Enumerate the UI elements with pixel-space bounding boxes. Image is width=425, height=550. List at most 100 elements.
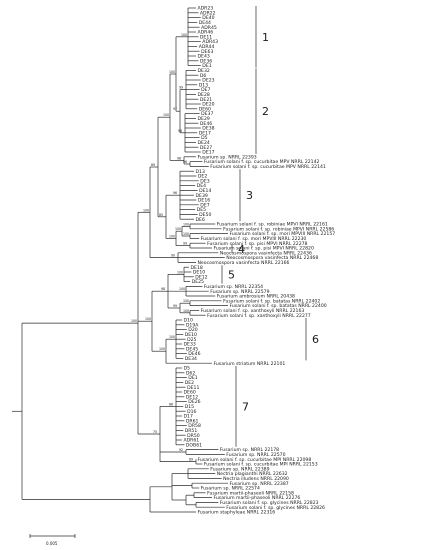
- reference-taxon-label: Fusarium martii-phaseoli NRRL 22276: [214, 495, 301, 501]
- taxon-label: DE11: [187, 385, 199, 391]
- bootstrap-value: 100: [169, 234, 175, 238]
- reference-taxon-label: Fusarium ambrosium NRRL 20438: [217, 294, 295, 300]
- taxon-label: DE2: [198, 174, 207, 180]
- reference-taxon-label: Fusarium sp. NRRL 22393: [198, 154, 257, 160]
- taxon-label: DE4: [197, 183, 206, 189]
- taxon-label: DE5: [197, 207, 206, 213]
- taxon-label: ADR43: [202, 39, 218, 45]
- taxon-label: D6: [200, 73, 207, 79]
- reference-taxon-label: Fusarium solani f. sp. batatas NRRL 2240…: [230, 303, 327, 309]
- taxon-label: DE1: [188, 375, 197, 381]
- taxon-label: DE43: [198, 54, 210, 60]
- reference-taxon-label: Neocosmospora vasinfecta NRRL 22468: [226, 255, 318, 261]
- reference-taxon-label: Fusarium solani f. sp. glycines NRRL 228…: [220, 500, 319, 506]
- taxon-label: DE60: [199, 106, 211, 112]
- taxon-label: DE16: [198, 198, 210, 204]
- reference-taxon-label: Fusarium sp. NRRL 22579: [210, 289, 269, 295]
- reference-taxon-label: Fusarium solani f. sp. robiniae MPVI NRR…: [217, 222, 328, 228]
- taxon-label: ADR22: [200, 10, 216, 16]
- taxon-label: DE10: [193, 270, 205, 276]
- reference-taxon-label: Neocosmospora vasinfecta NRRL 22166: [198, 260, 290, 266]
- reference-taxon-label: Fusarium solani f. sp. xanthoxyli NRRL 2…: [207, 313, 311, 319]
- bootstrap-value: 98: [177, 156, 181, 160]
- taxon-label: DR58: [188, 423, 201, 429]
- taxon-label: DE1: [202, 63, 211, 69]
- reference-taxon-label: Fusarium solani f. sp. cucurbitae MPI NR…: [204, 462, 318, 468]
- reference-taxon-label: Fusarium sp. NRRL 22354: [204, 284, 263, 290]
- group-label: 5: [228, 268, 235, 281]
- bootstrap-value: 100: [183, 309, 189, 313]
- bootstrap-value: 100: [169, 70, 175, 74]
- bootstrap-value: 96: [183, 160, 187, 164]
- bootstrap-value: 100: [179, 287, 185, 291]
- taxon-label: D13: [196, 169, 205, 175]
- taxon-label: DE46: [188, 351, 200, 357]
- bootstrap-value: 100: [175, 227, 181, 231]
- reference-taxon-label: Fusarium solani f. sp. xanthoxyli NRRL 2…: [201, 308, 305, 314]
- reference-taxon-label: Fusarium martii-phaseoli NRRL 22158: [207, 490, 294, 496]
- taxon-label: ADR61: [184, 438, 200, 444]
- reference-taxon-label: Fusarium solani f. sp. cucurbitae MPV NR…: [210, 164, 326, 170]
- bootstrap-value: 100: [145, 317, 151, 321]
- reference-taxon-label: Fusarium solani f. sp. glycines NRRL 228…: [226, 505, 325, 511]
- bootstrap-value: 99: [179, 86, 183, 90]
- taxon-label: D13: [199, 82, 208, 88]
- taxon-label: D62: [186, 370, 195, 376]
- bootstrap-value: 92: [179, 448, 183, 452]
- taxon-label: DE21: [200, 97, 212, 103]
- taxon-label: ADR23: [198, 6, 214, 12]
- taxon-label: DOB61: [186, 442, 202, 448]
- reference-taxon-label: Fusarium solani f. sp. pisi MPVI NRRL 22…: [207, 241, 307, 247]
- reference-taxon-label: Neocosmospora vasinfecta NRRL 22436: [220, 250, 312, 256]
- taxon-label: DR51: [185, 428, 198, 434]
- taxon-label: DE37: [201, 111, 213, 117]
- group-label: 7: [242, 400, 249, 413]
- bootstrap-value: 100: [169, 335, 175, 339]
- taxon-label: D20: [188, 327, 197, 333]
- taxon-label: DE23: [202, 78, 214, 84]
- bootstrap-value: 100: [131, 319, 137, 323]
- bootstrap-value: 100: [183, 299, 189, 303]
- bootstrap-value: 99: [173, 304, 177, 308]
- taxon-label: D25: [187, 337, 196, 343]
- taxon-label: DE6: [196, 217, 205, 223]
- bootstrap-value: 96: [173, 191, 177, 195]
- bootstrap-value: 100: [177, 270, 183, 274]
- taxon-label: ADR46: [198, 30, 214, 36]
- reference-taxon-label: Fusarium striatum NRRL 22101: [214, 361, 286, 367]
- group-label: 4: [238, 243, 245, 256]
- taxon-label: DE18: [191, 265, 203, 271]
- taxon-label: DE36: [200, 58, 212, 64]
- taxon-label: DR61: [186, 418, 199, 424]
- bootstrap-value: 75: [153, 430, 157, 434]
- taxon-label: DE12: [195, 274, 207, 280]
- reference-taxon-label: Fusarium sp. NRRL 22178: [220, 447, 279, 453]
- reference-taxon-label: Fusarium sp. NRRL 22389: [210, 466, 269, 472]
- taxon-label: DE60: [184, 390, 196, 396]
- taxon-label: DE32: [198, 68, 210, 74]
- reference-taxon-label: Fusarium sp. NRRL 22574: [201, 486, 260, 492]
- reference-taxon-label: Fusarium solani f. sp. cucurbitae MPV NR…: [204, 159, 320, 165]
- taxon-label: DE28: [198, 92, 210, 98]
- taxon-label: D5: [184, 366, 191, 372]
- taxon-label: DE7: [200, 202, 209, 208]
- bootstrap-value: 86: [169, 402, 173, 406]
- taxon-label: DE44: [199, 20, 211, 26]
- taxon-label: ADR45: [201, 25, 217, 31]
- reference-taxon-label: Fusarium solani f. sp. mori MPVIII NRRL …: [201, 236, 307, 242]
- taxon-label: D10: [184, 318, 193, 324]
- taxon-label: DE34: [185, 356, 197, 362]
- taxon-label: DE46: [200, 121, 212, 127]
- taxon-label: DE27: [200, 145, 212, 151]
- taxon-label: DE12: [186, 394, 198, 400]
- taxon-label: DE63: [201, 49, 213, 55]
- taxon-label: ADR44: [199, 44, 215, 50]
- taxon-label: DE26: [188, 399, 200, 405]
- taxon-label: DE7: [201, 87, 210, 93]
- taxon-label: DE11: [200, 34, 212, 40]
- group-label: 2: [262, 105, 269, 118]
- bootstrap-value: 100: [143, 208, 149, 212]
- group-label: 1: [262, 31, 269, 44]
- taxon-label: DE29: [198, 116, 210, 122]
- taxon-label: DE45: [186, 346, 198, 352]
